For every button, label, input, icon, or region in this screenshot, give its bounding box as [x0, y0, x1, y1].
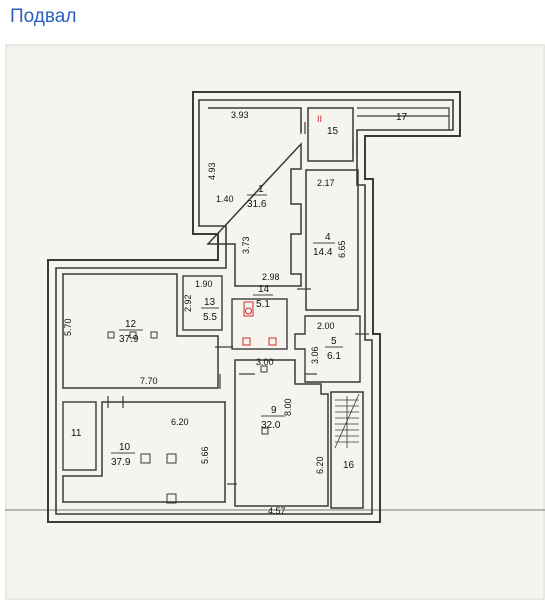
room-number: 16	[343, 460, 355, 471]
dimension-label: 5.70	[63, 318, 73, 336]
room-number: 12	[125, 319, 137, 330]
door-marks	[107, 122, 369, 485]
stair-treads	[334, 393, 360, 449]
dimension-label: 3.93	[231, 110, 249, 120]
dimension-label: 6.65	[337, 240, 347, 258]
fixtures	[107, 331, 269, 504]
stair-mark-label: II	[317, 114, 322, 124]
room-area: 37.9	[119, 334, 139, 345]
room-labels: 1 31.6 4 14.4 5 6.1 9 32.0 10 37.9 11 12…	[71, 112, 408, 471]
dimension-label: 8.00	[283, 398, 293, 416]
room-area: 5.1	[256, 299, 270, 310]
room-number: 4	[325, 232, 331, 243]
dimension-label: 6.20	[315, 456, 325, 474]
dimension-label: 7.70	[140, 376, 158, 386]
dimension-label: 2.98	[262, 272, 280, 282]
room-number: 15	[327, 126, 339, 137]
dimension-label: 3.73	[241, 236, 251, 254]
dimension-label: 3.00	[256, 357, 274, 367]
room-number: 11	[71, 428, 82, 439]
floor-plan: II 1 31.6 4 14.4 5 6.1 9 32.0 10 37.9 11…	[5, 44, 545, 600]
room-number: 10	[119, 442, 131, 453]
dimension-label: 1.40	[216, 194, 234, 204]
room-area: 31.6	[247, 199, 267, 210]
walls	[47, 91, 461, 523]
room-area: 14.4	[313, 247, 333, 258]
room-area: 37.9	[111, 457, 131, 468]
room-area: 32.0	[261, 420, 281, 431]
dimension-label: 4.93	[207, 162, 217, 180]
dimension-label: 1.90	[195, 279, 213, 289]
room-number: 9	[271, 405, 277, 416]
room-number: 5	[331, 336, 337, 347]
dimension-label: 6.20	[171, 417, 189, 427]
room-area: 5.5	[203, 312, 217, 323]
room-number: 14	[258, 284, 270, 295]
page-title: Подвал	[10, 6, 77, 27]
floor-plan-drawing: II 1 31.6 4 14.4 5 6.1 9 32.0 10 37.9 11…	[5, 44, 545, 600]
dimension-label: 2.00	[317, 321, 335, 331]
room-number: 13	[204, 297, 216, 308]
room-number: 1	[258, 184, 264, 195]
red-fixtures	[242, 301, 277, 346]
dimension-label: 2.92	[183, 294, 193, 312]
room-number: 17	[396, 112, 408, 123]
dimension-label: 2.17	[317, 178, 335, 188]
room-area: 6.1	[327, 351, 341, 362]
dimension-label: 5.66	[200, 446, 210, 464]
dimension-label: 3.06	[310, 346, 320, 364]
dimension-labels: 3.93 4.93 1.40 3.73 2.98 2.17 6.65 2.00 …	[63, 110, 347, 516]
dimension-label: 4.57	[268, 506, 286, 516]
